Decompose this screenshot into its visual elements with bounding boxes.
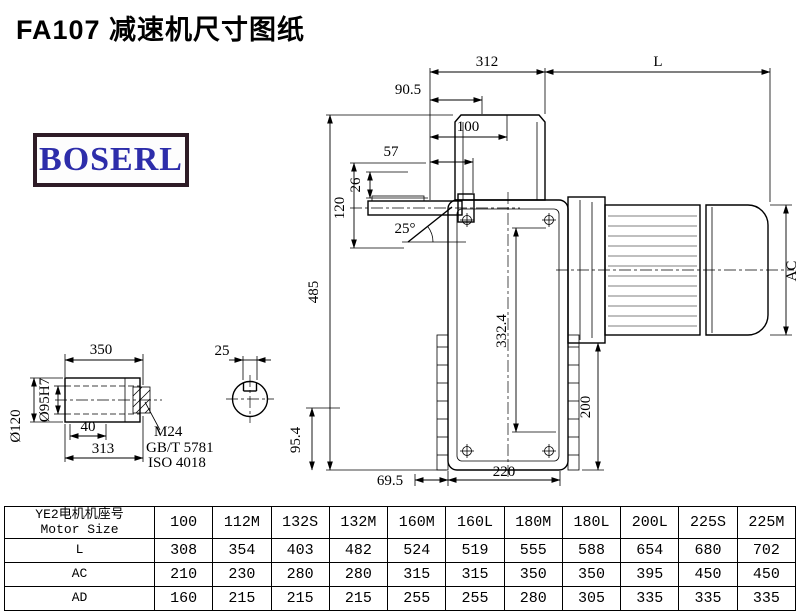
table-cell: 230 xyxy=(212,562,272,587)
column-header: 160L xyxy=(445,506,505,539)
table-cell: 403 xyxy=(270,538,330,563)
fan-cowl xyxy=(705,204,769,336)
column-header: 132S xyxy=(270,506,330,539)
table-cell: 450 xyxy=(736,562,797,587)
thread-iso-label: ISO 4018 xyxy=(148,455,206,471)
dim-25-label: 25 xyxy=(215,343,230,359)
output-shaft xyxy=(350,193,520,223)
row-label: AD xyxy=(4,586,155,611)
thread-gbt-label: GB/T 5781 xyxy=(146,440,214,456)
table-cell: 315 xyxy=(445,562,505,587)
table-cell: 588 xyxy=(561,538,622,563)
housing-rib-right xyxy=(567,334,580,471)
table-cell: 210 xyxy=(153,562,214,587)
dim-69p5-label: 69.5 xyxy=(377,473,403,489)
dim-90p5-label: 90.5 xyxy=(395,82,421,98)
bolt-boss-icon xyxy=(460,213,556,458)
table-cell: 335 xyxy=(678,586,738,611)
table-cell: 308 xyxy=(153,538,214,563)
table-cell: 395 xyxy=(620,562,680,587)
table-cell: 305 xyxy=(561,586,622,611)
table-cell: 280 xyxy=(328,562,389,587)
table-cell: 450 xyxy=(678,562,738,587)
column-header: 100 xyxy=(153,506,214,539)
dim-40-label: 40 xyxy=(81,419,96,435)
table-cell: 160 xyxy=(153,586,214,611)
column-header: 200L xyxy=(620,506,680,539)
dim-dia120-label: Ø120 xyxy=(8,409,24,442)
dim-57-label: 57 xyxy=(384,144,400,160)
dim-25deg-label: 25° xyxy=(395,221,416,237)
table-cell: 215 xyxy=(212,586,272,611)
column-header: 180M xyxy=(503,506,563,539)
technical-drawing: 312 L 90.5 100 57 26 120 25° 485 95.4 xyxy=(8,54,800,489)
chamfer-25deg xyxy=(402,206,466,243)
table-cell: 315 xyxy=(387,562,447,587)
thread-m24-label: M24 xyxy=(154,424,183,440)
dim-95p4-label: 95.4 xyxy=(288,426,304,453)
table-cell: 555 xyxy=(503,538,563,563)
shaft-side-view xyxy=(55,377,162,431)
column-header: 225S xyxy=(678,506,738,539)
table-row-AC: AC 210 230 280 280 315 315 350 350 395 4… xyxy=(4,562,797,587)
table-cell: 255 xyxy=(445,586,505,611)
dim-220-label: 220 xyxy=(493,464,516,480)
row-label: L xyxy=(4,538,155,563)
table-cell: 680 xyxy=(678,538,738,563)
table-cell: 350 xyxy=(503,562,563,587)
table-cell: 215 xyxy=(270,586,330,611)
motor-size-header-cn: YE2电机机座号 xyxy=(35,506,124,522)
page-title: FA107 减速机尺寸图纸 xyxy=(16,15,306,45)
table-row-AD: AD 160 215 215 215 255 255 280 305 335 3… xyxy=(4,586,797,611)
dim-350-label: 350 xyxy=(90,342,113,358)
motor-fins xyxy=(608,215,697,327)
table-row-L: L 308 354 403 482 524 519 555 588 654 68… xyxy=(4,538,797,563)
dim-dia95h7-label: Ø95H7 xyxy=(37,377,53,422)
motor-size-table: YE2电机机座号 Motor Size 100 112M 132S 132M 1… xyxy=(4,506,797,611)
column-header: 132M xyxy=(328,506,389,539)
dim-485-label: 485 xyxy=(306,281,322,304)
table-cell: 280 xyxy=(270,562,330,587)
table-cell: 335 xyxy=(736,586,797,611)
table-cell: 335 xyxy=(620,586,680,611)
motor-view xyxy=(556,196,794,344)
row-label: AC xyxy=(4,562,155,587)
shaft-section-view xyxy=(226,375,274,423)
table-cell: 215 xyxy=(328,586,389,611)
table-header-row: YE2电机机座号 Motor Size 100 112M 132S 132M 1… xyxy=(4,506,797,539)
dim-AC-label: AC xyxy=(784,261,800,282)
dim-26-label: 26 xyxy=(348,177,364,193)
table-cell: 280 xyxy=(503,586,563,611)
motor-size-header-cell: YE2电机机座号 Motor Size xyxy=(4,506,155,539)
dim-100-label: 100 xyxy=(457,119,480,135)
column-header: 112M xyxy=(212,506,272,539)
motor-size-header-en: Motor Size xyxy=(40,521,119,537)
gearbox-main-view xyxy=(350,114,580,480)
dim-312-label: 312 xyxy=(476,54,499,70)
table-cell: 654 xyxy=(620,538,680,563)
dimension-annotations: 312 L 90.5 100 57 26 120 25° 485 95.4 xyxy=(8,54,800,489)
column-header: 225M xyxy=(736,506,797,539)
brand-logo: BOSERL xyxy=(33,133,189,187)
dim-313-label: 313 xyxy=(92,441,115,457)
housing-rib-left xyxy=(436,334,449,471)
dim-L-label: L xyxy=(653,54,662,70)
table-cell: 255 xyxy=(387,586,447,611)
table-cell: 524 xyxy=(387,538,447,563)
table-cell: 482 xyxy=(328,538,389,563)
table-cell: 702 xyxy=(736,538,797,563)
dim-200-label: 200 xyxy=(578,396,594,419)
column-header: 180L xyxy=(561,506,622,539)
dim-120-label: 120 xyxy=(332,197,348,220)
table-cell: 519 xyxy=(445,538,505,563)
dim-332p4-label: 332.4 xyxy=(494,314,510,348)
table-cell: 350 xyxy=(561,562,622,587)
column-header: 160M xyxy=(387,506,447,539)
table-cell: 354 xyxy=(212,538,272,563)
